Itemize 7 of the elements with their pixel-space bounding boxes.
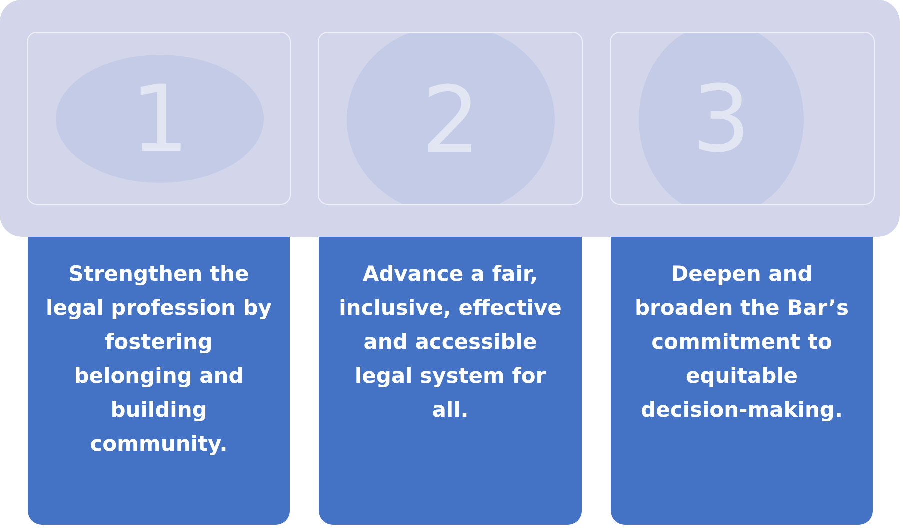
header-band — [0, 0, 900, 237]
goal-card: Advance a fair, inclusive, effective and accessible legal system for all. — [319, 237, 582, 525]
goal-card: Strengthen the legal profession by fostering belonging and building community. — [28, 237, 290, 525]
goal-card: Deepen and broaden the Bar’s commitment to equitable decision-making. — [611, 237, 873, 525]
number-frame — [318, 32, 583, 205]
number-frame — [27, 32, 291, 205]
number-frame — [610, 32, 875, 205]
